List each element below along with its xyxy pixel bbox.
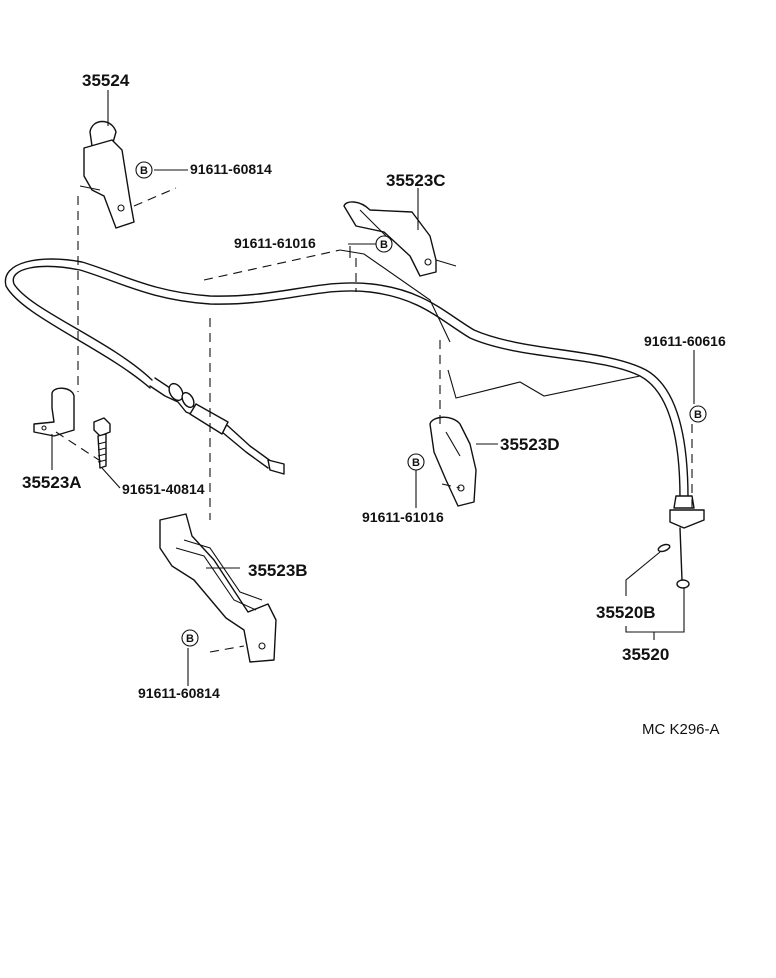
- b-badge: B: [689, 405, 707, 423]
- part-label-35520: 35520: [622, 645, 669, 664]
- clamp-35524: [79, 120, 135, 229]
- svg-text:B: B: [694, 409, 702, 421]
- part-label-35524: 35524: [82, 71, 130, 90]
- reference-code: MC K296-A: [642, 721, 720, 738]
- part-label-35520B: 35520B: [596, 603, 656, 622]
- clamp-35523A: [33, 387, 75, 437]
- clip-35520B: [657, 543, 671, 553]
- assembly-guides: [55, 187, 693, 653]
- code-label-91611-60616: 91611-60616: [644, 333, 726, 349]
- part-label-35523A: 35523A: [22, 473, 82, 492]
- code-label-91611-61016: 91611-61016: [362, 509, 444, 525]
- b-badge: B: [407, 453, 425, 471]
- b-badge: B: [181, 629, 199, 647]
- clamp-35523D: [429, 416, 477, 507]
- code-label-91611-60814: 91611-60814: [190, 161, 272, 177]
- b-badge: B: [135, 161, 153, 179]
- code-label-91611-60814: 91611-60814: [138, 685, 220, 701]
- part-label-35523B: 35523B: [248, 561, 308, 580]
- leader-lines: [51, 90, 695, 686]
- b-badge: B: [375, 235, 393, 253]
- code-label-91651-40814: 91651-40814: [122, 481, 205, 497]
- svg-text:B: B: [186, 633, 194, 645]
- code-label-91611-61016: 91611-61016: [234, 235, 316, 251]
- bolt-91651: [93, 417, 111, 469]
- svg-text:B: B: [140, 165, 148, 177]
- svg-text:B: B: [380, 239, 388, 251]
- part-label-35523D: 35523D: [500, 435, 560, 454]
- clamp-35523B: [159, 513, 277, 663]
- clamp-35523C: [343, 201, 457, 277]
- main-cable: [4, 258, 705, 589]
- svg-text:B: B: [412, 457, 420, 469]
- part-label-35523C: 35523C: [386, 171, 446, 190]
